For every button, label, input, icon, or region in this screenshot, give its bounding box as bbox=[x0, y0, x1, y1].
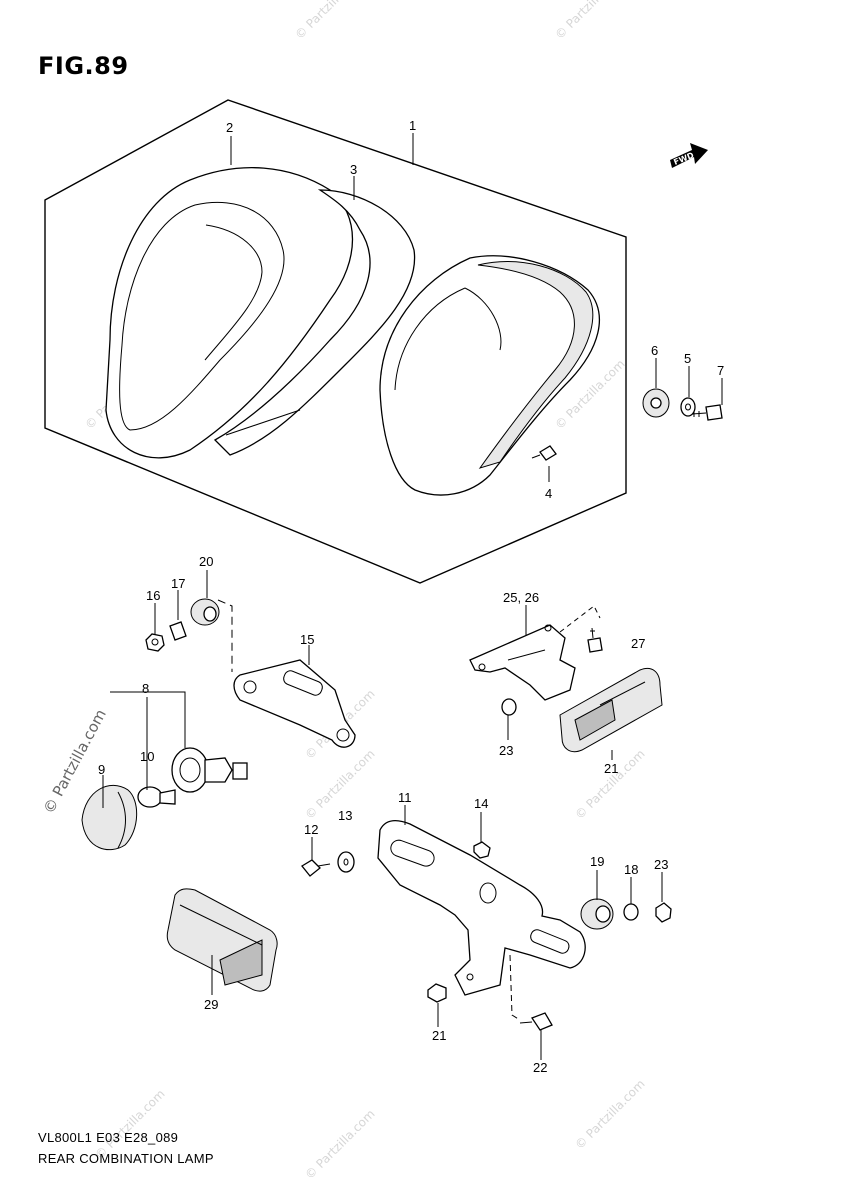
part-bulb-10 bbox=[137, 786, 176, 808]
callout-29: 29 bbox=[204, 997, 218, 1012]
callout-3: 3 bbox=[350, 162, 357, 177]
callout-19: 19 bbox=[590, 854, 604, 869]
part-nut-23b bbox=[655, 902, 672, 923]
callout-11: 11 bbox=[398, 790, 412, 805]
callout-27: 27 bbox=[631, 636, 645, 651]
watermark-text: © Partzilla.com bbox=[572, 747, 647, 822]
leader-dashed bbox=[217, 599, 233, 672]
part-bracket-25-26 bbox=[469, 624, 576, 701]
part-grommet-19 bbox=[580, 898, 614, 930]
part-spacer-17 bbox=[169, 621, 187, 641]
watermark-layer: © Partzilla.com © Partzilla.com © Partzi… bbox=[40, 0, 648, 1182]
callout-1: 1 bbox=[409, 118, 416, 133]
callout-16: 16 bbox=[146, 588, 160, 603]
part-washer-5 bbox=[680, 397, 696, 417]
assembly-boundary bbox=[44, 99, 627, 584]
leader-line bbox=[110, 691, 186, 748]
figure-title: FIG.89 bbox=[38, 52, 129, 80]
part-lens bbox=[105, 167, 354, 459]
forward-label: FWD bbox=[672, 151, 695, 167]
watermark-text: © Partzilla.com bbox=[292, 0, 367, 42]
callout-21a: 21 bbox=[604, 761, 618, 776]
part-reflector-29 bbox=[166, 888, 278, 992]
callout-2: 2 bbox=[226, 120, 233, 135]
callout-8: 8 bbox=[142, 681, 149, 696]
part-socket-8 bbox=[171, 747, 248, 793]
callout-21b: 21 bbox=[432, 1028, 446, 1043]
callout-13: 13 bbox=[338, 808, 352, 823]
callout-6: 6 bbox=[651, 343, 658, 358]
leader-lines bbox=[102, 133, 723, 1060]
part-nut-16 bbox=[145, 633, 165, 652]
callout-25-26: 25, 26 bbox=[503, 590, 539, 605]
callout-7: 7 bbox=[717, 363, 724, 378]
part-grommet-6 bbox=[642, 388, 670, 418]
part-nut-14 bbox=[473, 841, 491, 859]
callout-22: 22 bbox=[533, 1060, 547, 1075]
part-grommet-20 bbox=[190, 598, 220, 626]
part-nut-21b bbox=[427, 983, 447, 1003]
watermark-text: © Partzilla.com bbox=[552, 0, 627, 42]
leader-dashed bbox=[559, 605, 601, 633]
callout-14: 14 bbox=[474, 796, 488, 811]
part-screw-4 bbox=[531, 445, 557, 461]
part-housing bbox=[379, 255, 601, 496]
part-gasket bbox=[213, 189, 416, 456]
part-lens-9 bbox=[81, 784, 138, 851]
forward-direction-badge: FWD bbox=[670, 143, 708, 168]
part-bracket-15 bbox=[233, 659, 356, 748]
callout-5: 5 bbox=[684, 351, 691, 366]
callout-12: 12 bbox=[304, 822, 318, 837]
callout-23a: 23 bbox=[499, 743, 513, 758]
model-code: VL800L1 E03 E28_089 bbox=[38, 1130, 179, 1145]
part-screw-7 bbox=[691, 404, 723, 421]
callout-17: 17 bbox=[171, 576, 185, 591]
callout-15: 15 bbox=[300, 632, 314, 647]
part-nut-23a bbox=[501, 698, 517, 716]
callout-10: 10 bbox=[140, 749, 154, 764]
watermark-text: © Partzilla.com bbox=[302, 1107, 377, 1182]
watermark-text: © Partzilla.com bbox=[572, 1077, 647, 1152]
callout-23b: 23 bbox=[654, 857, 668, 872]
callout-4: 4 bbox=[545, 486, 552, 501]
callout-labels: 2 1 3 4 6 5 7 16 17 20 15 8 10 9 25, 26 … bbox=[98, 118, 724, 1075]
callout-20: 20 bbox=[199, 554, 213, 569]
part-washer-13 bbox=[337, 851, 355, 873]
part-screw-22 bbox=[519, 1012, 553, 1031]
callout-18: 18 bbox=[624, 862, 638, 877]
part-screw-12 bbox=[301, 859, 331, 877]
part-bracket-11 bbox=[377, 819, 586, 996]
diagram-caption: REAR COMBINATION LAMP bbox=[38, 1151, 214, 1166]
part-reflector-27 bbox=[559, 667, 663, 753]
part-screw-27 bbox=[587, 627, 603, 653]
part-collar-18 bbox=[623, 903, 639, 921]
callout-9: 9 bbox=[98, 762, 105, 777]
leader-dashed bbox=[509, 954, 521, 1021]
